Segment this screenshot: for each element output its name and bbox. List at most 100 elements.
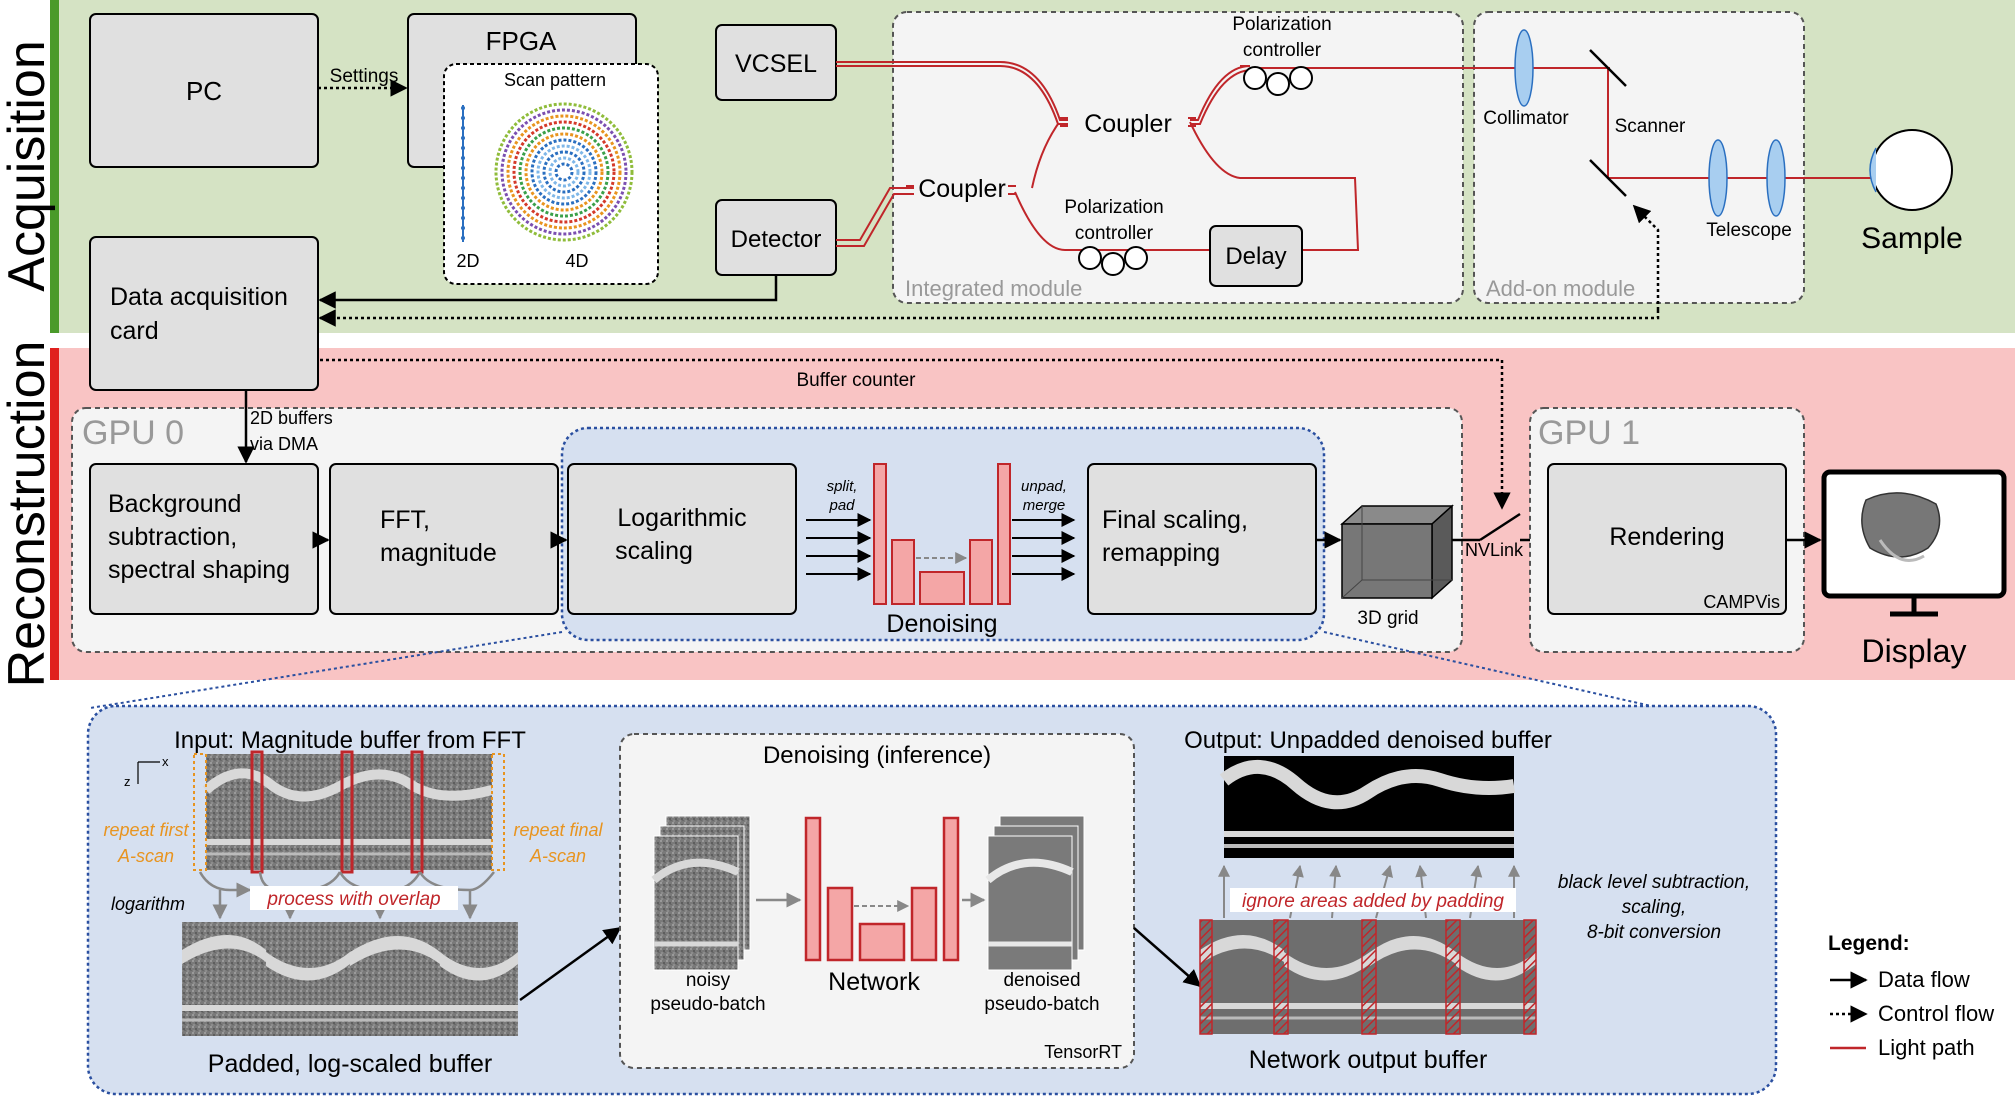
- delay-label: Delay: [1225, 243, 1286, 270]
- padded-to-inference-arrow: [519, 926, 622, 1002]
- nvlink-switch: [1479, 512, 1521, 542]
- eye-icon: [1869, 129, 1953, 211]
- rendering-label: Rendering: [1609, 523, 1724, 551]
- coupler-top-label: Coupler: [1084, 110, 1172, 138]
- repeat-final-2: A-scan: [529, 846, 586, 866]
- repeat-final-1: repeat final: [513, 820, 603, 840]
- fft-line1: FFT,: [380, 506, 430, 534]
- input-title: Input: Magnitude buffer from FFT: [174, 727, 526, 754]
- final-line1: Final scaling,: [1102, 506, 1248, 534]
- pol-top-line1: Polarization: [1232, 14, 1331, 35]
- pol-top-line2: controller: [1243, 40, 1322, 61]
- detector-to-daq-arrow: [318, 275, 778, 309]
- reconstruction-label: Reconstruction: [0, 341, 56, 688]
- padded-buffer-image: [182, 922, 518, 1036]
- legend-light-path: Light path: [1878, 1035, 1975, 1060]
- scan-2d-label: 2D: [456, 251, 479, 271]
- mini-network-icon: [873, 463, 1011, 605]
- acquisition-bar: [50, 0, 59, 333]
- black-level-1: black level subtraction,: [1558, 872, 1750, 893]
- vcsel-label: VCSEL: [735, 50, 817, 78]
- addon-module-label: Add-on module: [1486, 276, 1635, 301]
- log-line1: Logarithmic: [617, 504, 746, 532]
- pol-bot-line2: controller: [1075, 223, 1154, 244]
- daq-card-box: [89, 236, 319, 391]
- gpu0-label: GPU 0: [82, 414, 184, 452]
- log-scaling-box: [567, 463, 797, 615]
- output-title: Output: Unpadded denoised buffer: [1184, 727, 1552, 754]
- legend-data-flow: Data flow: [1878, 967, 1970, 992]
- telescope-label: Telescope: [1706, 220, 1792, 241]
- telescope-lens-1: [1708, 139, 1728, 217]
- scanner-mirror-bottom: [1589, 159, 1627, 197]
- noisy-line1: noisy: [686, 970, 731, 991]
- bg-line1: Background: [108, 490, 241, 518]
- denoising-label: Denoising: [886, 610, 997, 638]
- axis-indicator: [137, 761, 160, 784]
- padded-buffer-label: Padded, log-scaled buffer: [208, 1050, 492, 1078]
- pc-label: PC: [186, 76, 222, 106]
- process-overlap-label: process with overlap: [266, 889, 440, 910]
- gpu1-label: GPU 1: [1538, 414, 1640, 452]
- collimator-label: Collimator: [1483, 108, 1569, 129]
- detector-label: Detector: [731, 226, 822, 253]
- network-icon: [804, 816, 960, 962]
- sample-label: Sample: [1861, 222, 1963, 255]
- scan-2d-line: [461, 105, 465, 242]
- coupler-marks: [906, 117, 1196, 195]
- acquisition-label: Acquisition: [0, 40, 56, 291]
- integrated-module-label: Integrated module: [905, 276, 1082, 301]
- scan-4d-label: 4D: [565, 251, 588, 271]
- unpad-label-2: merge: [1023, 497, 1066, 514]
- pc-box: [89, 13, 319, 168]
- buffers-line1: 2D buffers: [250, 408, 333, 428]
- logarithm-label: logarithm: [111, 894, 185, 914]
- display-monitor-icon: [1821, 469, 2007, 617]
- legend-control-flow: Control flow: [1878, 1001, 1994, 1026]
- denoised-line1: denoised: [1003, 970, 1080, 991]
- fft-line2: magnitude: [380, 539, 497, 567]
- bg-line3: spectral shaping: [108, 556, 290, 584]
- output-unpadded-image: [1219, 756, 1516, 858]
- bg-line2: subtraction,: [108, 523, 237, 551]
- noisy-batch-stack: [651, 815, 751, 971]
- delay-box: [1209, 225, 1303, 287]
- network-label: Network: [828, 968, 920, 996]
- noisy-line2: pseudo-batch: [650, 994, 765, 1015]
- control-flow-scanner: [1632, 204, 1660, 310]
- ignore-areas-label: ignore areas added by padding: [1242, 891, 1504, 912]
- zoom-line-left: [89, 631, 563, 709]
- black-level-3: 8-bit conversion: [1587, 922, 1721, 943]
- split-label-1: split,: [827, 478, 858, 495]
- grid-3d-label: 3D grid: [1357, 608, 1418, 629]
- coupler-bottom-label: Coupler: [918, 175, 1006, 203]
- fpga-label: FPGA: [486, 26, 557, 56]
- scanner-label: Scanner: [1615, 116, 1686, 137]
- split-label-2: pad: [828, 497, 855, 514]
- campvis-label: CAMPVis: [1703, 592, 1780, 612]
- tensorrt-label: TensorRT: [1044, 1042, 1122, 1062]
- control-flow-to-daq: [318, 309, 1660, 327]
- pol-bot-line1: Polarization: [1064, 197, 1163, 218]
- collimator-lens: [1514, 29, 1534, 107]
- scan-pattern-title: Scan pattern: [504, 70, 606, 90]
- final-line2: remapping: [1102, 539, 1220, 567]
- scan-4d-spiral: [494, 102, 634, 242]
- scanner-mirror-top: [1589, 49, 1627, 87]
- unpad-label-1: unpad,: [1021, 478, 1067, 495]
- split-arrows: [806, 513, 872, 581]
- input-oct-image: [193, 750, 505, 874]
- axis-z-label: z: [124, 774, 131, 789]
- buffer-counter-arrow: [320, 358, 1511, 510]
- ignore-areas-bg: [1230, 888, 1516, 912]
- cube-icon: [1340, 504, 1454, 600]
- denoised-line2: pseudo-batch: [984, 994, 1099, 1015]
- legend-title: Legend:: [1828, 932, 1910, 955]
- network-output-image: [1199, 919, 1537, 1035]
- axis-x-label: x: [162, 754, 169, 769]
- pol-controller-bottom-icon: [1078, 246, 1148, 276]
- integrated-module-box: [892, 11, 1464, 304]
- black-level-2: scaling,: [1622, 897, 1686, 918]
- process-overlap-bg: [250, 886, 458, 910]
